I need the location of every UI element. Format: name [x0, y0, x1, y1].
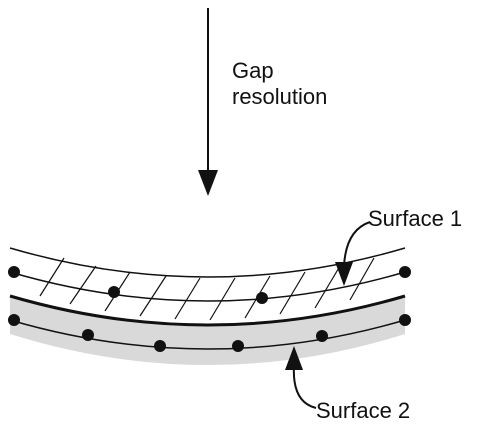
surface1-mesh	[9, 247, 406, 327]
gap-label-line1: Gap	[232, 58, 274, 83]
gap-label-line2: resolution	[232, 84, 327, 109]
node	[8, 314, 20, 326]
surface2-label: Surface 2	[316, 398, 410, 423]
arrow-head	[198, 170, 218, 196]
node	[154, 340, 166, 352]
node	[256, 292, 268, 304]
surface2-nodes	[8, 314, 411, 352]
node	[8, 266, 20, 278]
gap-resolution-arrow	[198, 8, 218, 196]
node	[82, 329, 94, 341]
surface1-leader-arrow	[335, 221, 371, 286]
node	[232, 340, 244, 352]
surface1-label: Surface 1	[368, 206, 462, 231]
surface2-band	[10, 296, 405, 365]
node	[399, 314, 411, 326]
node	[399, 266, 411, 278]
node	[316, 330, 328, 342]
surface1-nodes	[8, 266, 411, 304]
surface2-line	[9, 319, 406, 350]
surface2-leader-arrow	[285, 346, 317, 409]
node	[108, 286, 120, 298]
